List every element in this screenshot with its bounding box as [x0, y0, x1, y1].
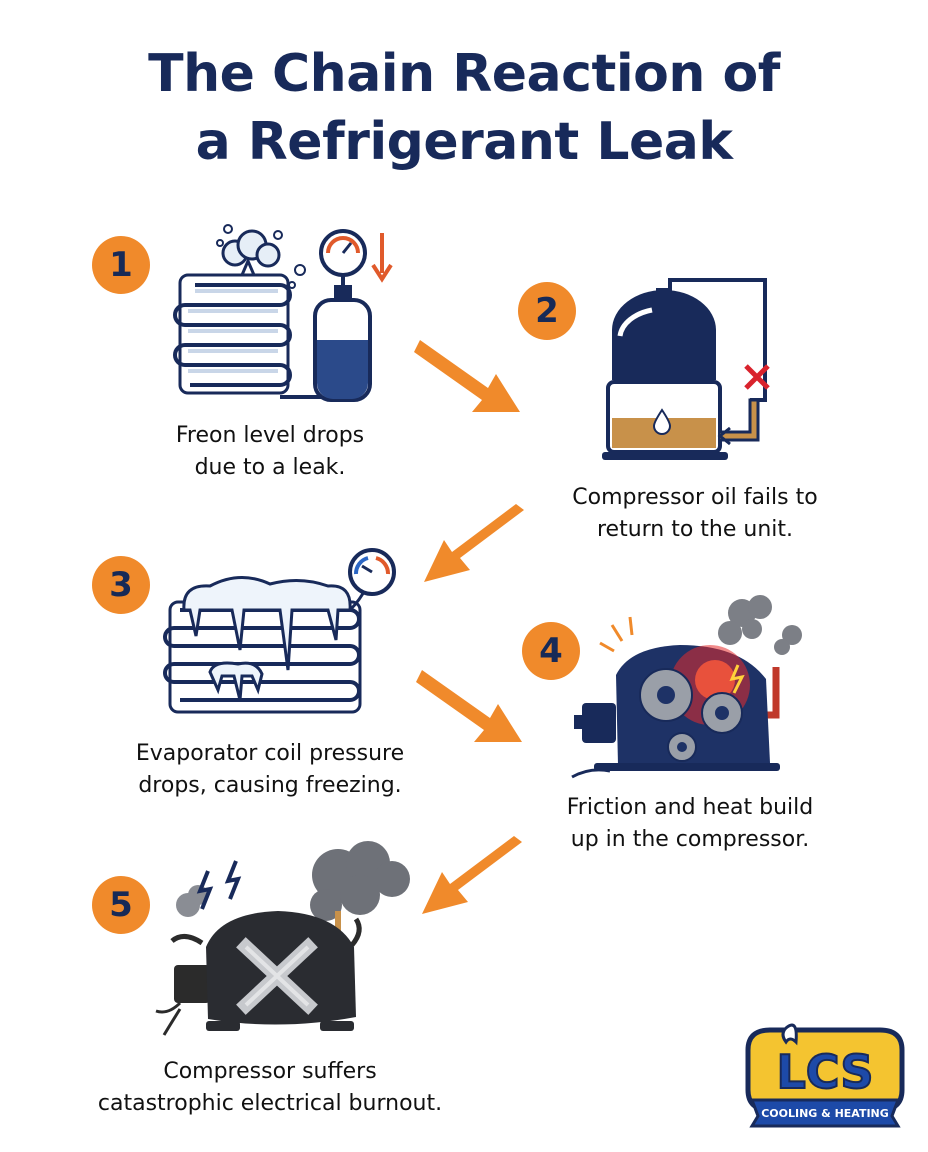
flow-arrow-1-to-2	[414, 340, 520, 412]
leaking-coil-and-tank-icon	[173, 224, 393, 402]
step-4-number: 4	[539, 631, 563, 671]
flow-arrow-3-to-4	[416, 670, 522, 742]
step-1-caption: Freon level drops due to a leak.	[120, 420, 420, 484]
step-5-number: 5	[109, 885, 133, 925]
step-3-caption-line-1: Evaporator coil pressure	[135, 741, 405, 766]
step-1-caption-line-2: due to a leak.	[194, 455, 346, 480]
step-3-caption-line-2: drops, causing freezing.	[138, 773, 402, 798]
flow-arrow-2-to-3	[424, 504, 524, 582]
step-2-caption-line-1: Compressor oil fails to	[572, 485, 818, 510]
title-line-2: a Refrigerant Leak	[195, 112, 733, 172]
step-4-caption-line-2: up in the compressor.	[570, 827, 810, 852]
step-1-caption-line-1: Freon level drops	[175, 423, 365, 448]
step-4-caption: Friction and heat build up in the compre…	[520, 792, 860, 856]
step-1-number: 1	[109, 245, 133, 285]
logo-brand: LCS	[776, 1045, 873, 1099]
step-5-caption-line-1: Compressor suffers	[163, 1059, 377, 1084]
flow-arrow-4-to-5	[422, 836, 522, 914]
logo-tagline: COOLING & HEATING	[761, 1107, 889, 1120]
step-1-badge: 1	[92, 236, 150, 294]
burnt-out-compressor-icon	[155, 841, 410, 1036]
step-5-caption-line-2: catastrophic electrical burnout.	[97, 1091, 443, 1116]
frozen-coil-icon	[163, 548, 396, 714]
step-3-badge: 3	[92, 556, 150, 614]
step-3-caption: Evaporator coil pressure drops, causing …	[90, 738, 450, 802]
step-5-badge: 5	[92, 876, 150, 934]
overheating-compressor-icon	[571, 595, 802, 779]
compressor-oil-blocked-icon	[602, 278, 770, 460]
step-2-caption: Compressor oil fails to return to the un…	[530, 482, 860, 546]
title-line-1: The Chain Reaction of	[148, 44, 780, 104]
step-2-number: 2	[535, 291, 559, 331]
step-4-caption-line-1: Friction and heat build	[566, 795, 814, 820]
step-2-caption-line-2: return to the unit.	[596, 517, 794, 542]
step-4-badge: 4	[522, 622, 580, 680]
page-title: The Chain Reaction of a Refrigerant Leak	[0, 40, 928, 176]
step-2-badge: 2	[518, 282, 576, 340]
lcs-logo: LCS COOLING & HEATING	[745, 1023, 905, 1128]
step-3-number: 3	[109, 565, 133, 605]
step-5-caption: Compressor suffers catastrophic electric…	[60, 1056, 480, 1120]
